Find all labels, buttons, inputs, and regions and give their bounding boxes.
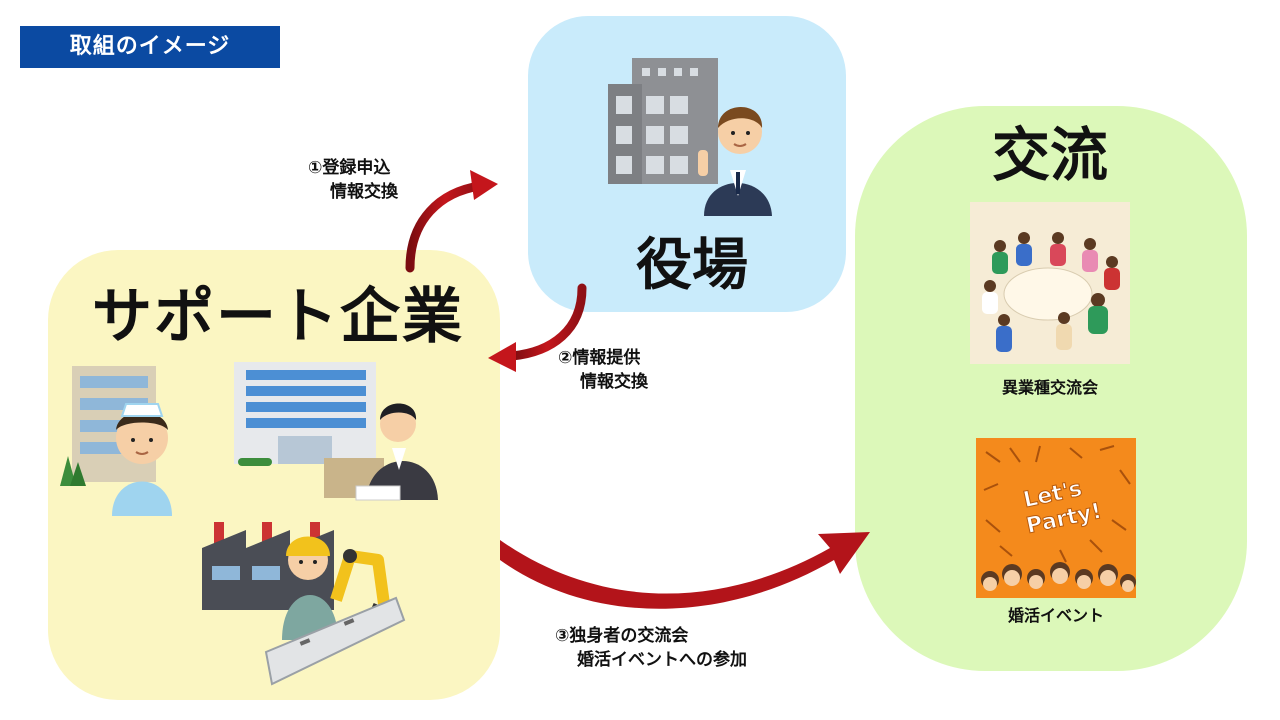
arrow-exchange [500,532,870,609]
arrow-info-provide [488,283,587,372]
office-building-icon [234,362,376,466]
arrow-note-1-line1: ①登録申込 [308,158,391,178]
arrow-note-1-line2: 情報交換 [330,182,398,202]
town-office-building-icon [608,58,718,184]
page-title: 取組のイメージ [20,26,280,68]
cross-industry-caption: 異業種交流会 [1001,378,1098,397]
cross-industry-photo [970,202,1130,364]
arrow-note-3-line2: 婚活イベントへの参加 [577,650,747,670]
exchange-label: 交流 [991,121,1108,189]
arrow-note-2: ②情報提供 情報交換 [558,346,648,394]
nurse-icon [112,403,172,516]
businessman-writing-icon [324,403,438,501]
town-office-label: 役場 [636,233,748,298]
konkatsu-caption: 婚活イベント [1007,606,1104,625]
arrow-register [405,170,498,273]
conveyor-icon [264,596,406,686]
arrow-note-2-line2: 情報交換 [580,372,648,392]
arrow-note-3: ③独身者の交流会 婚活イベントへの参加 [555,624,747,672]
arrow-note-3-line1: ③独身者の交流会 [555,626,689,646]
arrow-note-2-line1: ②情報提供 [558,348,641,368]
arrow-note-1: ①登録申込 情報交換 [308,156,398,204]
support-companies-label: サポート企業 [92,282,464,352]
konkatsu-party-photo: Let's Party! [976,438,1136,598]
town-official-icon [698,107,772,216]
